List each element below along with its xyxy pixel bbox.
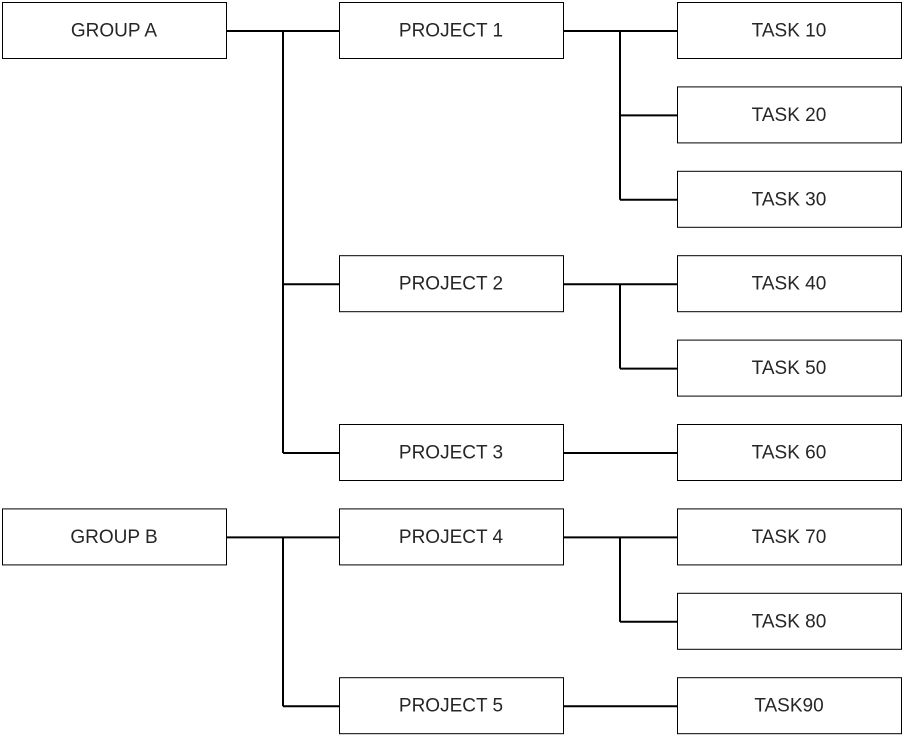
task-node: TASK 70 [677, 508, 902, 566]
project-node: PROJECT 5 [339, 677, 564, 735]
project-node-label: PROJECT 2 [399, 274, 503, 295]
task-node-label: TASK 60 [752, 443, 827, 464]
task-node: TASK 30 [677, 170, 902, 228]
task-node-label: TASK 70 [752, 527, 827, 548]
project-node-label: PROJECT 4 [399, 527, 504, 548]
task-node-label: TASK 30 [752, 189, 827, 210]
task-node-box [677, 508, 902, 566]
task-node-label: TASK 20 [752, 105, 827, 126]
task-node-box [677, 170, 902, 228]
project-node-label: PROJECT 3 [399, 443, 503, 464]
group-node-box [2, 2, 227, 59]
group-node: GROUP A [2, 2, 227, 59]
task-node-box [677, 677, 902, 735]
project-node: PROJECT 2 [339, 255, 564, 313]
project-node-box [339, 508, 564, 566]
project-node-box [339, 255, 564, 313]
project-node-label: PROJECT 5 [399, 696, 503, 717]
task-node-label: TASK 80 [752, 611, 827, 632]
project-node-label: PROJECT 1 [399, 21, 503, 42]
project-node-box [339, 424, 564, 481]
task-node-label: TASK 50 [752, 358, 827, 379]
task-node-box [677, 86, 902, 144]
project-node: PROJECT 3 [339, 424, 564, 481]
task-node: TASK90 [677, 677, 902, 735]
task-node-box [677, 2, 902, 59]
group-node: GROUP B [2, 508, 227, 566]
task-node-label: TASK 10 [752, 21, 827, 42]
task-node-box [677, 424, 902, 481]
project-node-box [339, 2, 564, 59]
task-node: TASK 40 [677, 255, 902, 313]
project-node: PROJECT 4 [339, 508, 564, 566]
group-node-label: GROUP B [70, 527, 157, 548]
task-node: TASK 80 [677, 592, 902, 650]
task-node: TASK 10 [677, 2, 902, 59]
task-node: TASK 60 [677, 424, 902, 481]
task-node-label: TASK90 [754, 696, 823, 717]
task-node: TASK 20 [677, 86, 902, 144]
group-node-label: GROUP A [71, 21, 158, 42]
connector-lines [227, 30, 677, 708]
task-node-box [677, 592, 902, 650]
task-node: TASK 50 [677, 339, 902, 397]
group-node-box [2, 508, 227, 566]
task-node-box [677, 255, 902, 313]
project-node: PROJECT 1 [339, 2, 564, 59]
task-node-label: TASK 40 [752, 274, 827, 295]
task-node-box [677, 339, 902, 397]
project-node-box [339, 677, 564, 735]
